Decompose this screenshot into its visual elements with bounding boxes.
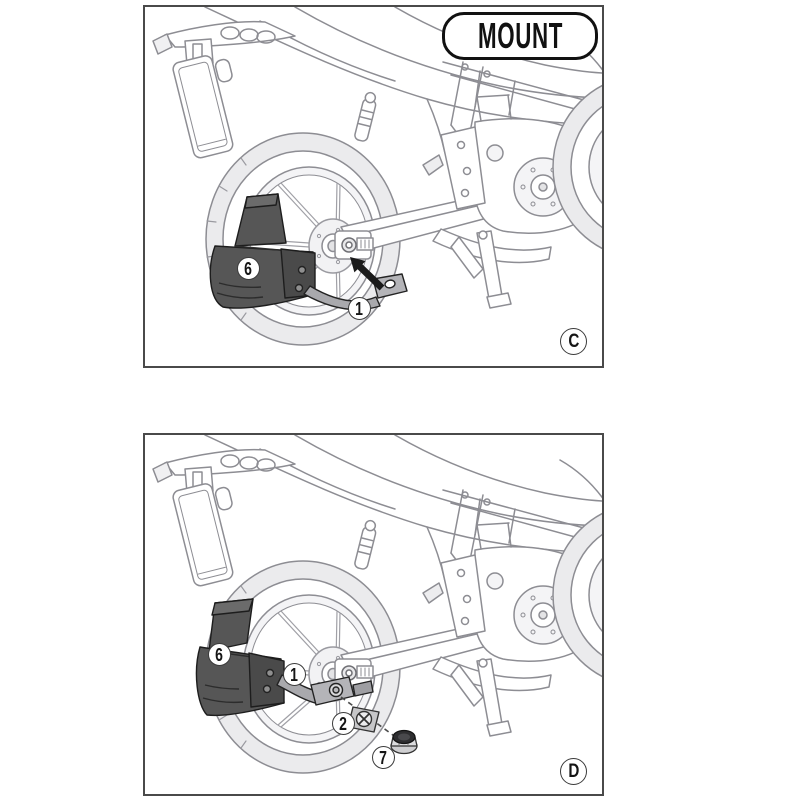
motorcycle-illustration-c	[152, 7, 602, 346]
panel-letter-c: C	[560, 328, 587, 355]
callout-part-1: 1	[283, 663, 306, 686]
callout-part-2: 2	[332, 712, 355, 735]
panel-letter-d: D	[560, 758, 587, 785]
part-2-plate	[347, 706, 380, 733]
callout-part-7: 7	[372, 746, 395, 769]
callout-part-1: 1	[348, 297, 371, 320]
step-panel-c: 6 1 C	[143, 5, 604, 368]
part-7-nut	[390, 729, 418, 755]
motorcycle-illustration-d	[152, 435, 602, 774]
callout-part-6: 6	[208, 643, 231, 666]
mounting-direction-arrow-icon	[350, 257, 385, 291]
mount-section-label: MOUNT	[442, 12, 598, 60]
callout-part-6: 6	[237, 257, 260, 280]
mount-label-text: MOUNT	[477, 15, 563, 56]
step-panel-d: 6 1 2 7 D	[143, 433, 604, 796]
part-6-mudguard	[209, 193, 316, 309]
